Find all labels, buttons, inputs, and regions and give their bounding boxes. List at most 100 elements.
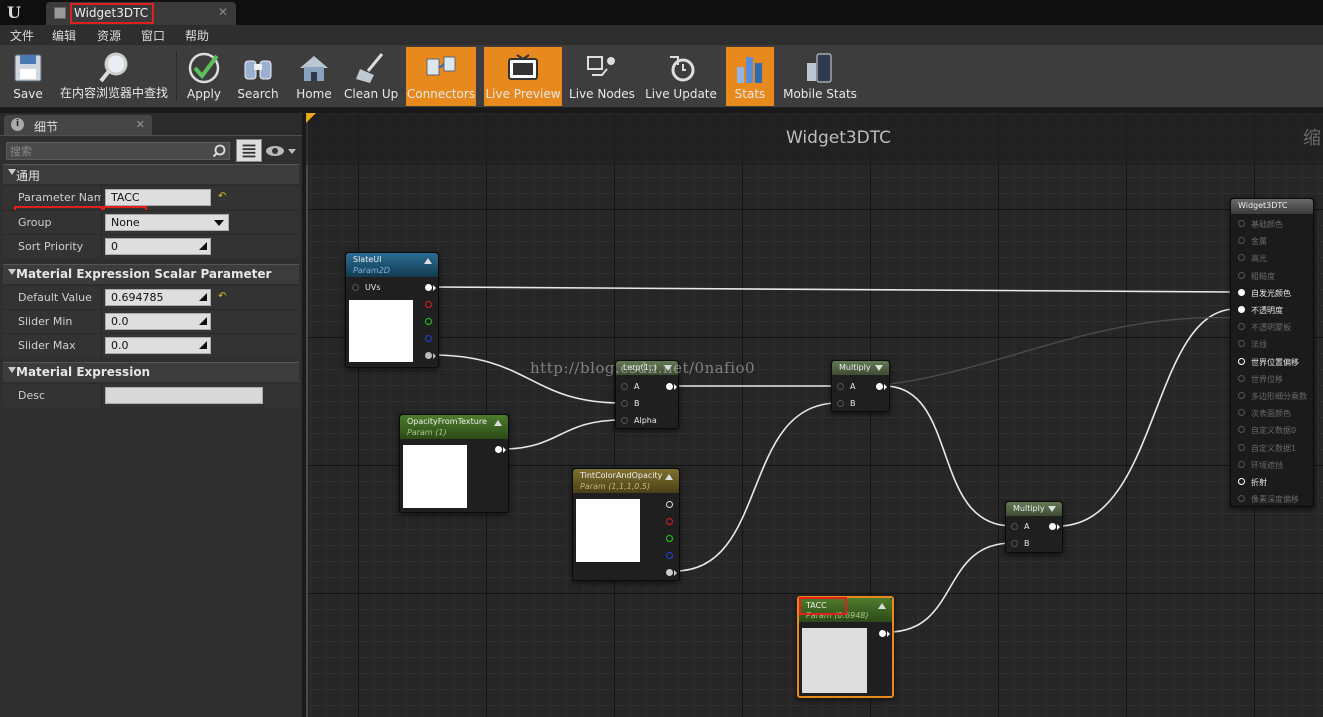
node-multiply-1[interactable]: Multiply A B — [831, 360, 890, 412]
view-options-button[interactable] — [264, 142, 298, 160]
result-pin[interactable] — [1238, 220, 1245, 227]
node-tint-color-and-opacity[interactable]: TintColorAndOpacity Param (1,1,1,0.5) — [572, 468, 680, 581]
result-pin[interactable] — [1238, 409, 1245, 417]
details-tab[interactable]: i 细节 ✕ — [4, 115, 152, 135]
apply-button[interactable]: Apply — [180, 47, 228, 106]
pin-b-in[interactable] — [837, 400, 844, 407]
sort-priority-field[interactable]: 0 — [105, 238, 211, 255]
collapse-arrow-icon[interactable] — [424, 258, 432, 264]
pin-rgb-out[interactable] — [666, 501, 673, 508]
search-button[interactable]: Search — [232, 47, 284, 106]
pin-a-in[interactable] — [621, 383, 628, 390]
node-material-result[interactable]: Widget3DTC 基础颜色金属高光粗糙度自发光颜色不透明度不透明蒙板法线世界… — [1230, 198, 1314, 507]
node-opacity-from-texture[interactable]: OpacityFromTexture Param (1) — [399, 414, 509, 513]
result-pin[interactable] — [1238, 340, 1245, 348]
pin-a-in[interactable] — [1011, 523, 1018, 530]
result-pin[interactable] — [1238, 495, 1245, 503]
result-pin[interactable] — [1238, 478, 1245, 485]
mobile-stats-button[interactable]: Mobile Stats — [780, 47, 860, 106]
spin-drag-icon[interactable] — [198, 340, 208, 350]
pin-a-in[interactable] — [837, 383, 844, 390]
pin-rgb-out[interactable] — [425, 284, 432, 291]
node-slateui[interactable]: SlateUI Param2D UVs — [345, 252, 439, 368]
result-pin[interactable] — [1238, 357, 1245, 365]
close-details-icon[interactable]: ✕ — [135, 118, 145, 131]
menu-window[interactable]: 窗口 — [141, 29, 166, 43]
menu-asset[interactable]: 资源 — [97, 29, 122, 43]
default-value-field[interactable]: 0.694785 — [105, 289, 211, 306]
slider-max-field[interactable]: 0.0 — [105, 337, 211, 354]
section-material-expression[interactable]: Material Expression — [3, 362, 299, 382]
pin-g-out[interactable] — [425, 318, 432, 325]
result-pin[interactable] — [1238, 271, 1245, 279]
live-nodes-button[interactable]: Live Nodes — [568, 47, 636, 106]
node-lerp[interactable]: Lerp(1,,) A B Alpha — [615, 360, 679, 429]
find-in-content-browser-button[interactable]: 在内容浏览器中查找 — [56, 47, 172, 106]
expand-arrow-icon — [8, 367, 16, 373]
reset-to-default-icon[interactable]: ↶ — [218, 191, 227, 202]
search-icon[interactable] — [212, 144, 226, 158]
result-pin[interactable] — [1238, 426, 1245, 434]
details-search-input[interactable] — [10, 144, 200, 158]
pin-out[interactable] — [876, 383, 883, 390]
collapse-arrow-icon[interactable] — [875, 365, 883, 371]
spin-drag-icon[interactable] — [198, 241, 208, 251]
collapse-arrow-icon[interactable] — [664, 365, 672, 371]
slider-min-field[interactable]: 0.0 — [105, 313, 211, 330]
pin-r-out[interactable] — [425, 301, 432, 308]
pin-a-out[interactable] — [666, 569, 673, 576]
result-pin[interactable] — [1238, 288, 1245, 296]
collapse-arrow-icon[interactable] — [1048, 506, 1056, 512]
pin-out[interactable] — [666, 383, 673, 390]
list-view-button[interactable] — [236, 139, 262, 162]
collapse-arrow-icon[interactable] — [878, 603, 886, 609]
pin-uvs-in[interactable] — [352, 284, 359, 291]
result-pin[interactable] — [1238, 254, 1245, 262]
connectors-button[interactable]: Connectors — [406, 47, 476, 106]
node-subtitle: Param (0.6948) — [806, 611, 869, 620]
result-pin[interactable] — [1238, 460, 1245, 468]
desc-field[interactable] — [105, 387, 263, 404]
pin-b-in[interactable] — [621, 400, 628, 407]
reset-to-default-icon[interactable]: ↶ — [218, 291, 227, 302]
pin-out[interactable] — [1049, 523, 1056, 530]
save-button[interactable]: Save — [4, 47, 52, 106]
home-button[interactable]: Home — [288, 47, 340, 106]
pin-r-out[interactable] — [666, 518, 673, 525]
document-tab[interactable]: Widget3DTC ✕ — [46, 2, 236, 25]
menu-file[interactable]: 文件 — [10, 29, 35, 43]
result-pin[interactable] — [1238, 392, 1245, 399]
spin-drag-icon[interactable] — [198, 316, 208, 326]
section-scalar-parameter[interactable]: Material Expression Scalar Parameter — [3, 264, 299, 284]
live-update-button[interactable]: Live Update — [644, 47, 718, 106]
stats-button[interactable]: Stats — [726, 47, 774, 106]
document-tab-label: Widget3DTC — [74, 6, 149, 20]
result-pin[interactable] — [1238, 237, 1245, 245]
result-pin[interactable] — [1238, 443, 1245, 451]
parameter-name-field[interactable]: TACC — [105, 189, 211, 206]
result-pin[interactable] — [1238, 323, 1245, 331]
menu-edit[interactable]: 编辑 — [52, 29, 77, 43]
connectors-label: Connectors — [406, 87, 476, 101]
pin-alpha-in[interactable] — [621, 417, 628, 424]
pin-b-out[interactable] — [425, 335, 432, 342]
menu-help[interactable]: 帮助 — [185, 29, 210, 43]
group-dropdown[interactable]: None — [105, 214, 229, 231]
pin-value-out[interactable] — [879, 630, 886, 637]
live-preview-button[interactable]: Live Preview — [484, 47, 562, 106]
result-pin[interactable] — [1238, 374, 1245, 382]
clean-up-button[interactable]: Clean Up — [344, 47, 398, 106]
pin-b-in[interactable] — [1011, 540, 1018, 547]
node-multiply-2[interactable]: Multiply A B — [1005, 501, 1063, 553]
collapse-arrow-icon[interactable] — [494, 420, 502, 426]
pin-a-out[interactable] — [425, 352, 432, 359]
spin-drag-icon[interactable] — [198, 292, 208, 302]
pin-value-out[interactable] — [495, 446, 502, 453]
section-general[interactable]: 通用 — [3, 164, 299, 184]
result-pin[interactable] — [1238, 306, 1245, 313]
collapse-arrow-icon[interactable] — [665, 474, 673, 480]
pin-b-out[interactable] — [666, 552, 673, 559]
pin-g-out[interactable] — [666, 535, 673, 542]
close-tab-icon[interactable]: ✕ — [217, 5, 228, 19]
